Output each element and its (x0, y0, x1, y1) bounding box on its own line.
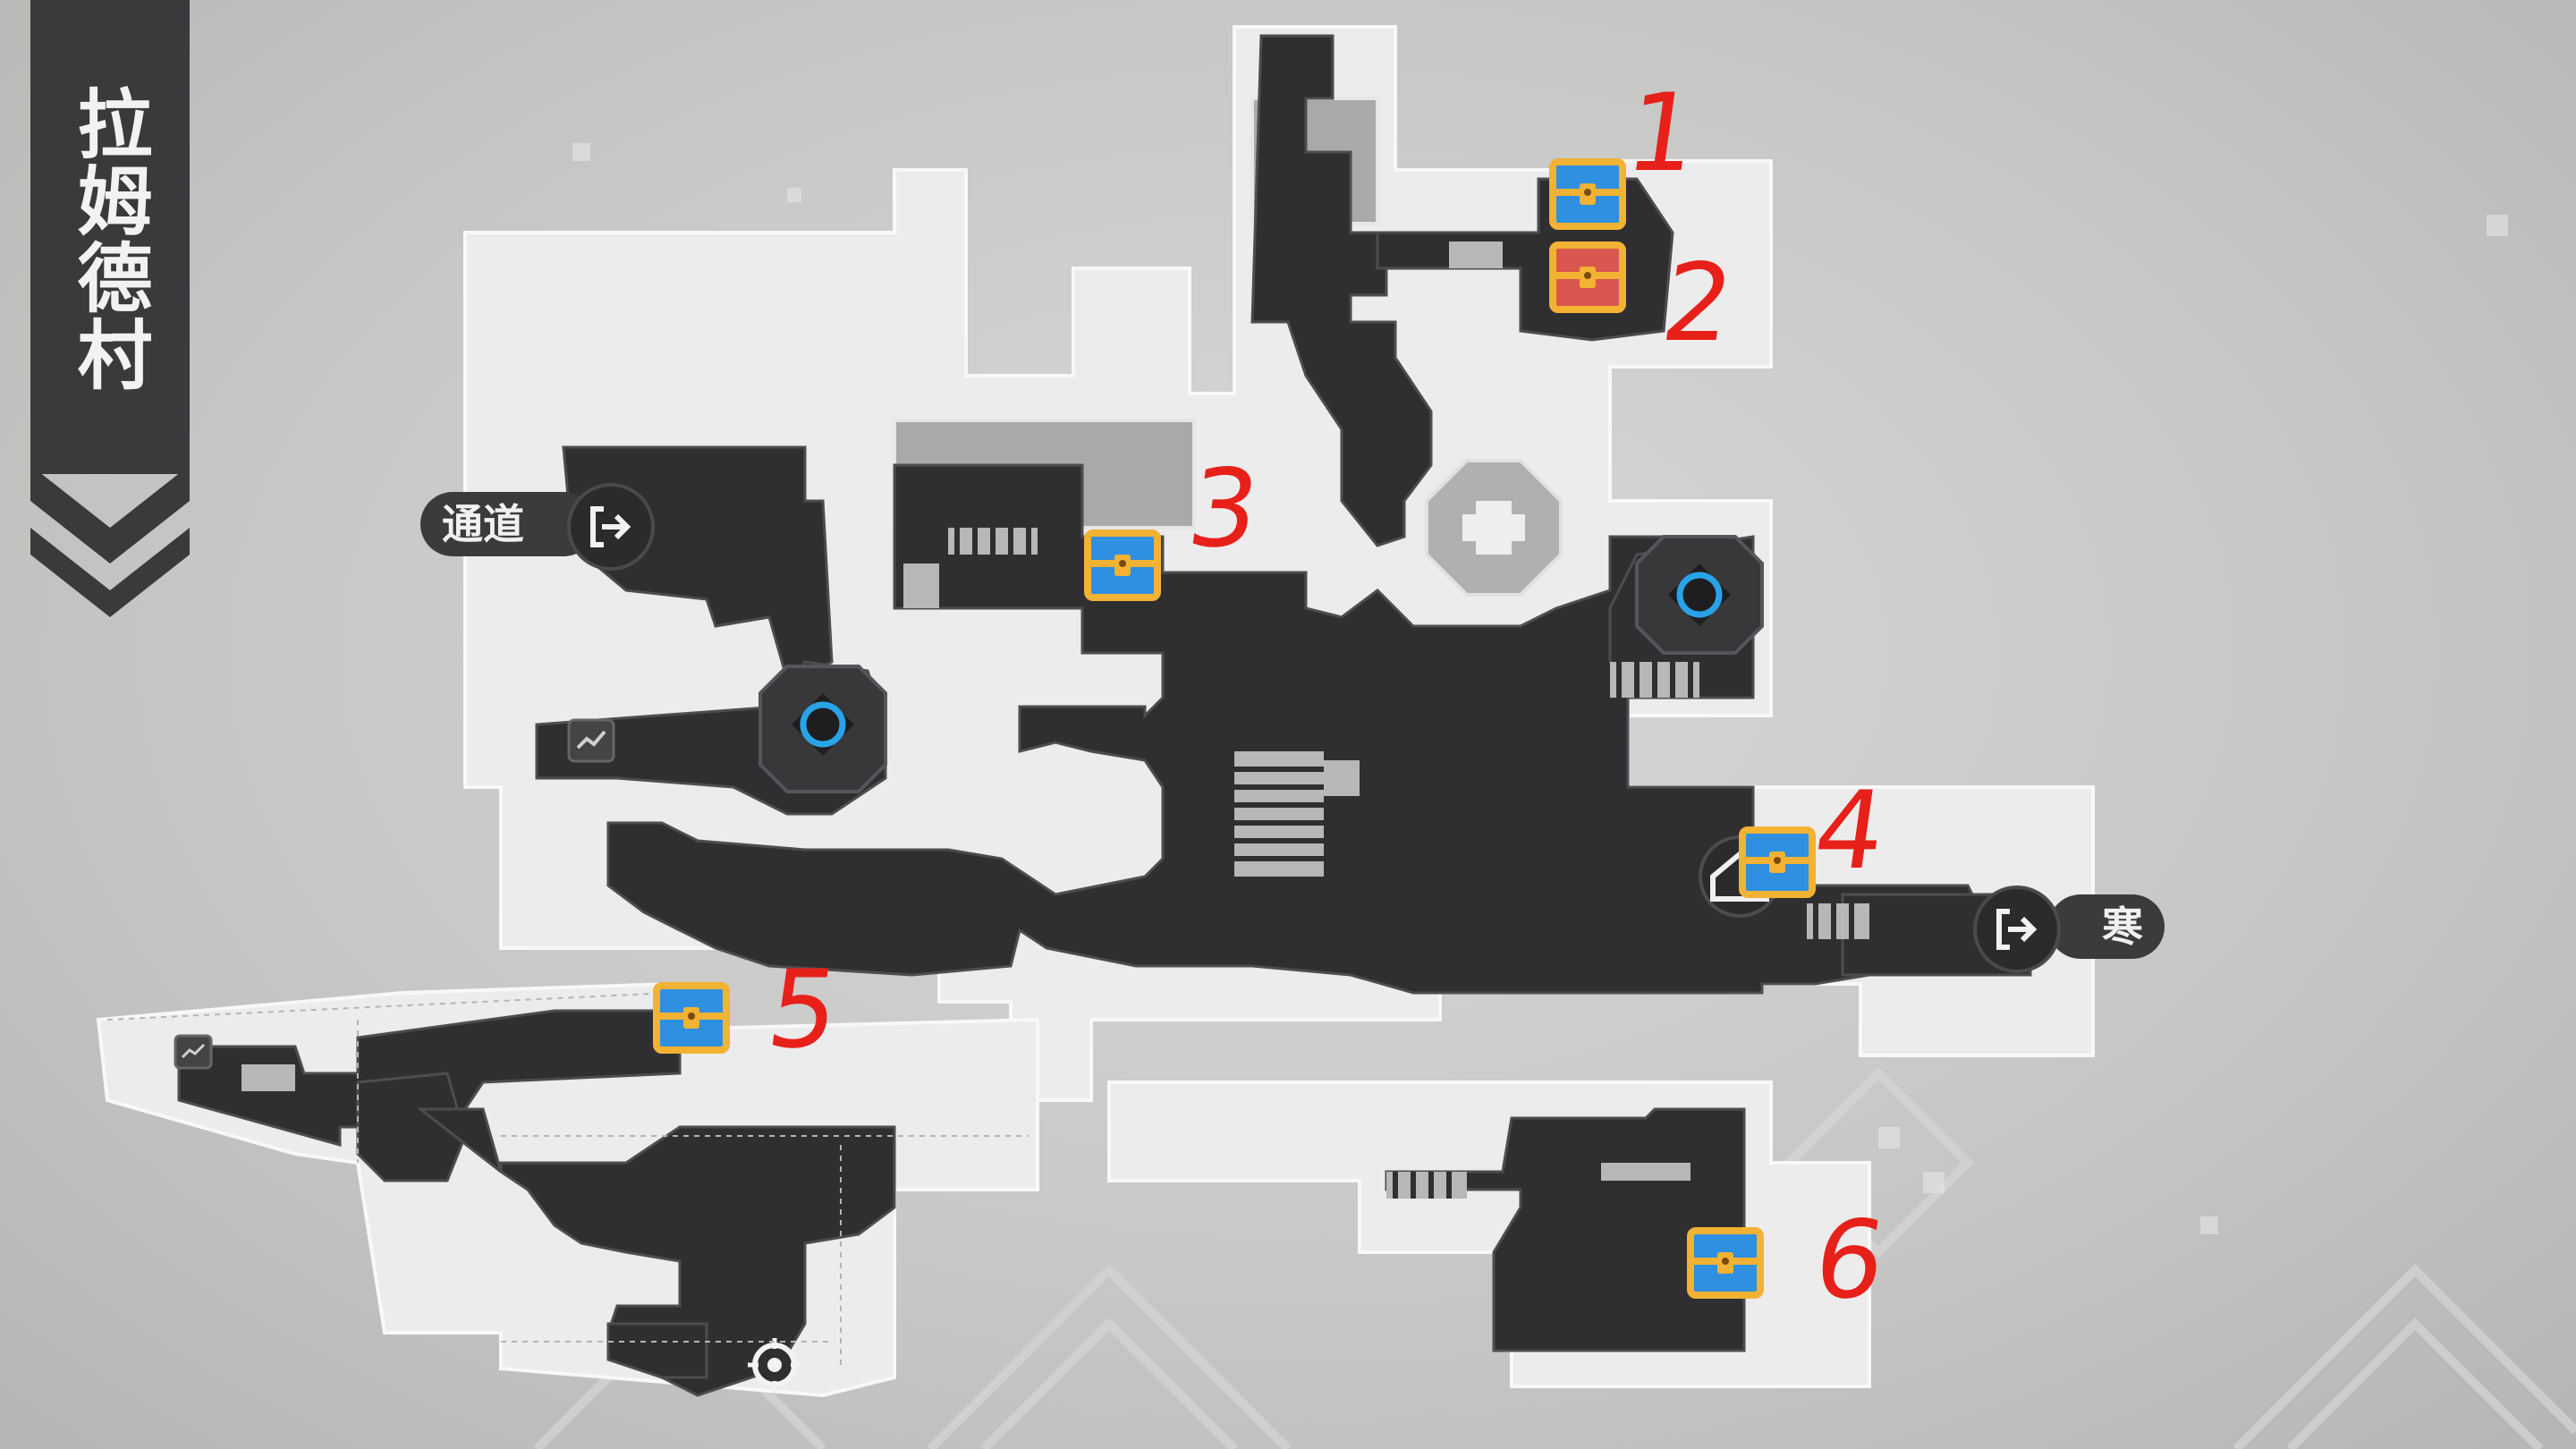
exit-door-icon[interactable] (1973, 886, 2061, 973)
treasure-chest-icon[interactable] (1082, 528, 1163, 603)
waypoint-icon[interactable] (567, 718, 615, 763)
waypoint-icon[interactable] (174, 1034, 213, 1070)
calyx-icon[interactable] (1425, 459, 1563, 597)
teleport-icon[interactable] (758, 665, 887, 793)
exit-label-cold: 寒 (2048, 894, 2165, 959)
path-guides (106, 991, 1029, 1368)
player-position-icon (748, 1338, 801, 1392)
location-banner (30, 0, 190, 474)
treasure-chest-icon[interactable] (1547, 157, 1628, 232)
treasure-chest-icon[interactable] (1547, 240, 1628, 315)
exit-door-icon[interactable] (567, 483, 655, 571)
treasure-chest-icon[interactable] (651, 980, 732, 1055)
location-name: 拉姆德村 (65, 85, 153, 393)
exit-label-passage: 通道 (420, 492, 596, 556)
treasure-chest-icon[interactable] (1737, 825, 1818, 900)
treasure-chest-icon[interactable] (1685, 1225, 1766, 1301)
teleport-icon[interactable] (1635, 535, 1764, 655)
stairs-lines (954, 528, 1854, 1199)
chevron-down-icon[interactable] (30, 465, 190, 617)
